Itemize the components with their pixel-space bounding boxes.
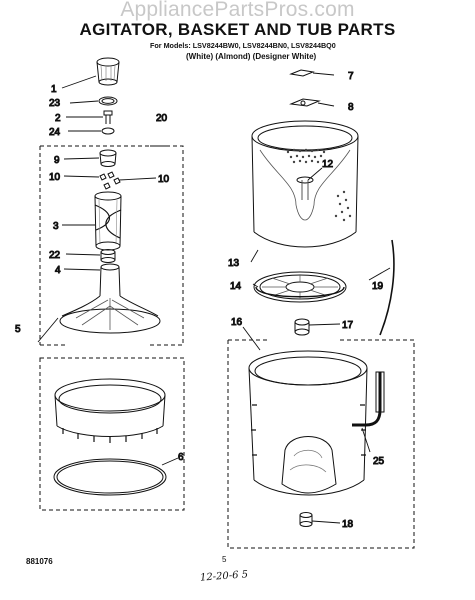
part-outer-tub — [248, 350, 368, 496]
footer-code: 881076 — [26, 557, 53, 566]
callout-1: 1 — [51, 84, 57, 95]
part-drain-hose — [352, 371, 385, 427]
callout-16: 16 — [231, 317, 243, 328]
callout-8: 8 — [348, 102, 354, 113]
callout-2: 2 — [55, 113, 61, 124]
assembly-box-tub — [227, 339, 415, 549]
leader-lines — [37, 72, 391, 524]
callout-3: 3 — [53, 221, 59, 232]
callout-5: 5 — [15, 324, 21, 335]
callout-17: 17 — [342, 320, 354, 331]
part-dogs — [99, 171, 121, 190]
assembly-box-ring — [39, 357, 185, 511]
callout-4: 4 — [55, 265, 61, 276]
part-tub-nut — [294, 318, 310, 336]
part-hose — [379, 239, 395, 336]
callout-10a: 10 — [49, 172, 61, 183]
callout-22: 22 — [49, 250, 61, 261]
diagram-title: AGITATOR, BASKET AND TUB PARTS — [79, 20, 396, 39]
callout-18: 18 — [342, 519, 354, 530]
part-basket — [251, 120, 359, 248]
models-line: For Models: LSV8244BW0, LSV8244BN0, LSV8… — [150, 41, 336, 50]
callout-13: 13 — [228, 258, 240, 269]
part-snap-ring — [53, 458, 167, 496]
callout-10b: 10 — [158, 174, 170, 185]
part-hub-plate — [289, 98, 321, 107]
callout-25: 25 — [373, 456, 385, 467]
callout-20: 20 — [156, 113, 168, 124]
part-cam — [99, 149, 117, 167]
page-number: 5 — [222, 555, 227, 564]
part-agitator-cap — [96, 57, 120, 86]
assembly-box-agitator — [39, 145, 184, 346]
callout-24: 24 — [49, 127, 61, 138]
part-bolt — [103, 110, 113, 124]
callout-12: 12 — [322, 159, 334, 170]
part-agitator-base — [59, 263, 161, 334]
part-nut-cap — [289, 69, 315, 77]
part-spin-ring — [253, 271, 347, 303]
callout-9: 9 — [54, 155, 60, 166]
part-seal-ring — [98, 96, 118, 106]
watermark: AppliancePartsPros.com — [120, 0, 355, 21]
callout-14: 14 — [230, 281, 242, 292]
callout-7: 7 — [348, 71, 354, 82]
callout-6: 6 — [178, 452, 184, 463]
part-bottom-bolt — [299, 512, 313, 527]
part-o-ring — [101, 127, 115, 135]
part-coupling — [100, 249, 116, 263]
part-tub-ring — [54, 378, 166, 443]
part-agitator-barrel — [94, 191, 122, 251]
callout-23: 23 — [49, 98, 61, 109]
callout-19: 19 — [372, 281, 384, 292]
callout-labels: 1 23 2 24 20 9 10 10 3 22 4 5 6 7 8 12 1… — [15, 71, 386, 531]
colors-line: (White) (Almond) (Designer White) — [186, 52, 317, 61]
